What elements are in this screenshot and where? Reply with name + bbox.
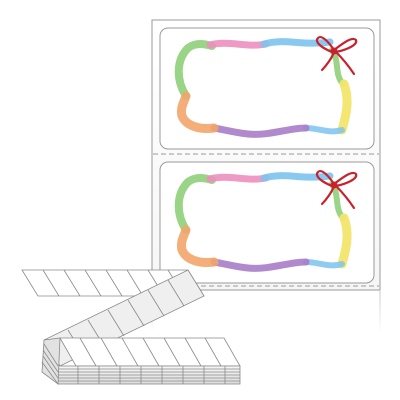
ribbon-frame-1 [174, 38, 352, 138]
perforation-lines [153, 153, 379, 287]
fanfold-stack [21, 269, 241, 385]
fanfold-bottom-stack [41, 337, 241, 385]
red-ribbon-bow-icon [315, 170, 358, 210]
red-ribbon-bow-icon [315, 36, 358, 76]
label-1 [159, 27, 375, 150]
label-2 [159, 161, 375, 284]
ribbon-frame-2 [174, 172, 352, 272]
